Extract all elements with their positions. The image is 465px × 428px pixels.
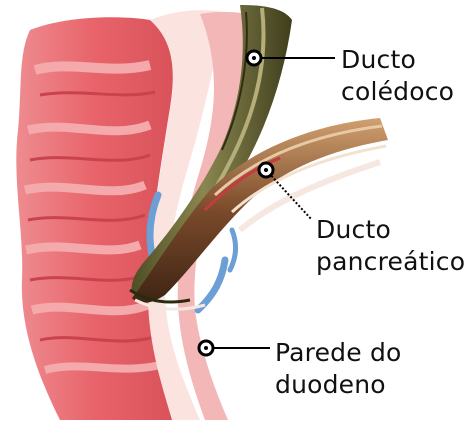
label-parede-duodeno: Parede do duodeno: [275, 337, 402, 401]
label-parede-duodeno-line2: duodeno: [275, 369, 402, 401]
label-ducto-pancreatico-line1: Ducto: [316, 214, 465, 246]
leader-duodeno: [199, 341, 270, 355]
label-ducto-pancreatico: Ducto pancreático: [316, 214, 465, 278]
label-ducto-coledoco: Ducto colédoco: [341, 44, 454, 108]
label-parede-duodeno-line1: Parede do: [275, 337, 402, 369]
label-ducto-coledoco-line1: Ducto: [341, 44, 454, 76]
leader-coledoco: [247, 51, 335, 65]
label-ducto-coledoco-line2: colédoco: [341, 76, 454, 108]
label-ducto-pancreatico-line2: pancreático: [316, 246, 465, 278]
